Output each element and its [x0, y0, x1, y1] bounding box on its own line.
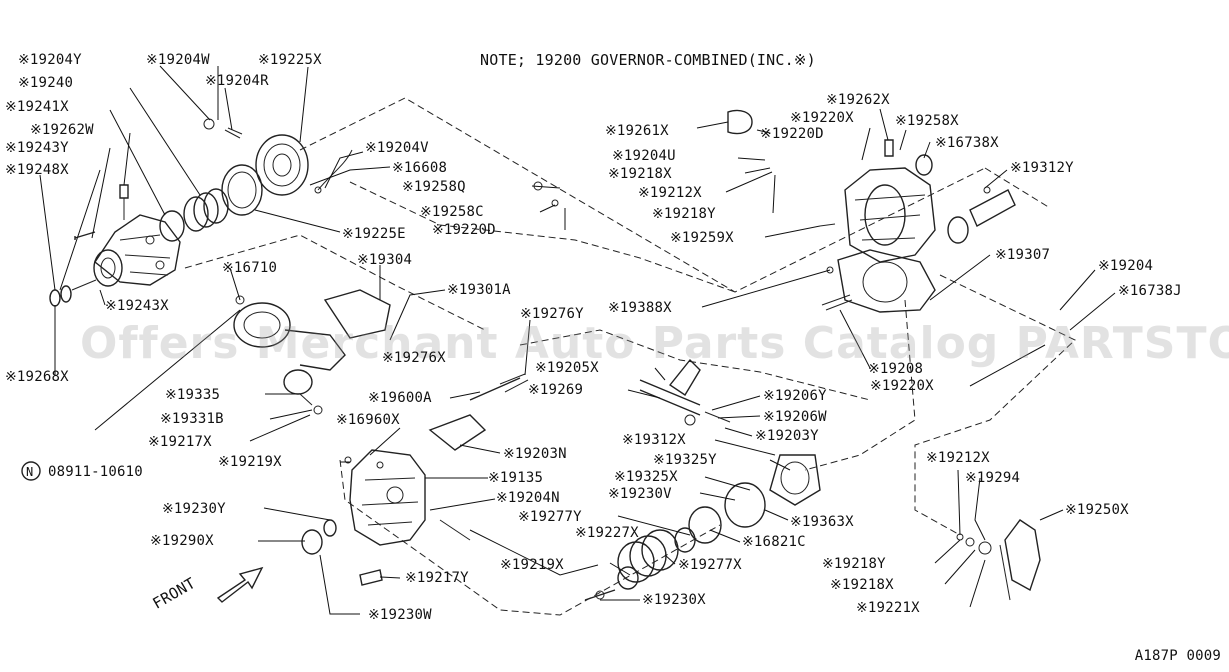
- part-label[interactable]: ※16960X: [336, 412, 400, 428]
- part-label[interactable]: ※16710: [222, 260, 278, 276]
- part-label[interactable]: ※19301A: [447, 282, 511, 298]
- part-label[interactable]: ※19220X: [870, 378, 934, 394]
- part-label[interactable]: ※19204R: [205, 73, 269, 89]
- part-label[interactable]: ※19220X: [790, 110, 854, 126]
- part-label[interactable]: ※19206Y: [763, 388, 827, 404]
- part-label[interactable]: ※19258Q: [402, 179, 466, 195]
- part-label[interactable]: ※19276X: [382, 350, 446, 366]
- part-label[interactable]: ※19363X: [790, 514, 854, 530]
- part-label[interactable]: ※19325Y: [653, 452, 717, 468]
- part-label[interactable]: ※19204Y: [18, 52, 82, 68]
- part-label[interactable]: ※16738J: [1118, 283, 1182, 299]
- part-label[interactable]: ※19230V: [608, 486, 672, 502]
- part-label[interactable]: ※19212X: [638, 185, 702, 201]
- part-label[interactable]: ※19218Y: [652, 206, 716, 222]
- part-label[interactable]: ※16821C: [742, 534, 806, 550]
- part-label[interactable]: ※19331B: [160, 411, 224, 427]
- part-label[interactable]: ※19259X: [670, 230, 734, 246]
- part-label[interactable]: ※19262W: [30, 122, 94, 138]
- dashed-assembly-outline: [184, 97, 1076, 616]
- part-label[interactable]: ※16608: [392, 160, 448, 176]
- part-label[interactable]: ※19218X: [830, 577, 894, 593]
- part-label[interactable]: ※19269: [528, 382, 584, 398]
- part-label[interactable]: ※19230X: [642, 592, 706, 608]
- svg-text:N: N: [26, 465, 33, 479]
- part-label[interactable]: ※19276Y: [520, 306, 584, 322]
- part-label[interactable]: ※19204V: [365, 140, 429, 156]
- part-label[interactable]: ※19277Y: [518, 509, 582, 525]
- watermark-text: Offers Merchant Auto Parts Catalog PARTS…: [80, 318, 1229, 369]
- left-governor-housing: [49, 184, 181, 307]
- part-label[interactable]: ※19240: [18, 75, 74, 91]
- part-label[interactable]: ※19203Y: [755, 428, 819, 444]
- left-seal-rings: [159, 118, 309, 242]
- part-label[interactable]: ※19241X: [5, 99, 69, 115]
- part-label[interactable]: ※19243X: [105, 298, 169, 314]
- part-label[interactable]: ※19262X: [826, 92, 890, 108]
- part-label[interactable]: ※19212X: [926, 450, 990, 466]
- part-label[interactable]: ※19217X: [148, 434, 212, 450]
- part-label[interactable]: ※19204: [1098, 258, 1154, 274]
- part-label[interactable]: ※19230W: [368, 607, 432, 623]
- part-label[interactable]: ※19335: [165, 387, 221, 403]
- center-linkage: [428, 358, 731, 451]
- part-label[interactable]: ※19258X: [895, 113, 959, 129]
- n-circle-icon: N: [21, 461, 41, 481]
- vacuum-diaphragm-unit: [233, 289, 391, 415]
- part-label[interactable]: ※19304: [357, 252, 413, 268]
- part-label[interactable]: ※16738X: [935, 135, 999, 151]
- part-label[interactable]: ※19218X: [608, 166, 672, 182]
- part-label[interactable]: ※19206W: [763, 409, 827, 425]
- part-label[interactable]: ※19307: [995, 247, 1051, 263]
- part-label[interactable]: ※19225X: [258, 52, 322, 68]
- part-label[interactable]: ※19135: [488, 470, 544, 486]
- part-label[interactable]: ※19325X: [614, 469, 678, 485]
- part-label[interactable]: ※19219X: [218, 454, 282, 470]
- part-label[interactable]: ※19227X: [575, 525, 639, 541]
- lever-assembly: [956, 519, 1041, 601]
- part-label[interactable]: 08911-10610: [48, 464, 143, 480]
- part-label[interactable]: ※19217Y: [405, 570, 469, 586]
- pump-body: [301, 449, 471, 586]
- part-label[interactable]: ※19204U: [612, 148, 676, 164]
- spring-stack: [584, 454, 821, 601]
- part-label[interactable]: ※19204N: [496, 490, 560, 506]
- upper-links: [314, 149, 559, 207]
- right-governor-cover: [727, 109, 1016, 313]
- part-label[interactable]: ※19250X: [1065, 502, 1129, 518]
- part-label[interactable]: ※19277X: [678, 557, 742, 573]
- part-label[interactable]: ※19225E: [342, 226, 406, 242]
- part-label[interactable]: ※19208: [868, 361, 924, 377]
- part-label[interactable]: ※19290X: [150, 533, 214, 549]
- leader-lines: [39, 65, 1116, 615]
- part-label[interactable]: ※19261X: [605, 123, 669, 139]
- part-label[interactable]: ※19218Y: [822, 556, 886, 572]
- part-label[interactable]: ※19294: [965, 470, 1021, 486]
- part-label[interactable]: ※19243Y: [5, 140, 69, 156]
- part-label[interactable]: ※19258C: [420, 204, 484, 220]
- part-label[interactable]: ※19220D: [432, 222, 496, 238]
- part-label[interactable]: ※19600A: [368, 390, 432, 406]
- part-label[interactable]: ※19268X: [5, 369, 69, 385]
- part-label[interactable]: ※19312X: [622, 432, 686, 448]
- part-label[interactable]: ※19220D: [760, 126, 824, 142]
- front-arrow-icon: [216, 566, 264, 603]
- diagram-note: NOTE; 19200 GOVERNOR-COMBINED(INC.※): [480, 51, 816, 69]
- part-label[interactable]: ※19219X: [500, 557, 564, 573]
- part-label[interactable]: ※19221X: [856, 600, 920, 616]
- part-label[interactable]: ※19248X: [5, 162, 69, 178]
- part-label[interactable]: ※19230Y: [162, 501, 226, 517]
- part-label[interactable]: ※19388X: [608, 300, 672, 316]
- part-label[interactable]: ※19205X: [535, 360, 599, 376]
- part-label[interactable]: ※19204W: [146, 52, 210, 68]
- part-label[interactable]: ※19203N: [503, 446, 567, 462]
- diagram-code: A187P 0009: [1134, 648, 1221, 664]
- part-label[interactable]: ※19312Y: [1010, 160, 1074, 176]
